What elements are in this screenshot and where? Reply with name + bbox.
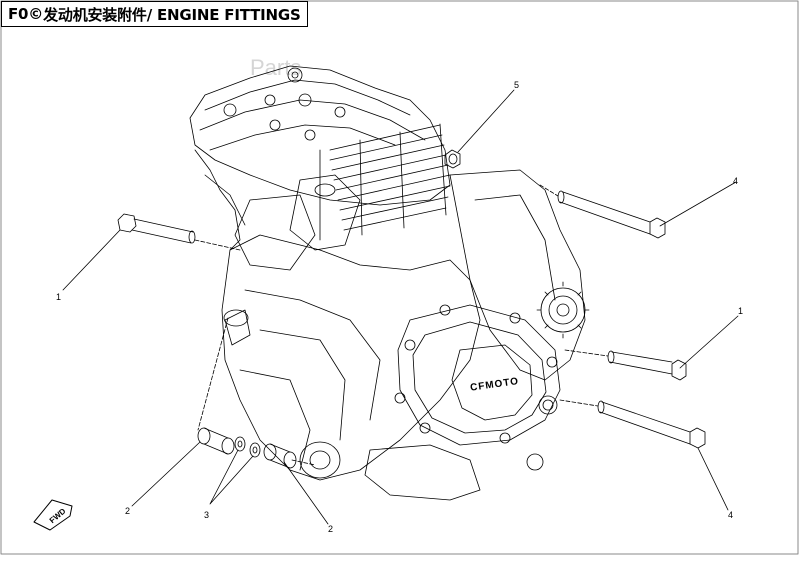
- page-title: F0© 发动机安装附件/ ENGINE FITTINGS: [1, 1, 308, 27]
- callout-5: 5: [514, 80, 519, 90]
- bolt-part-4-bottom: [597, 400, 706, 449]
- clutch-cover: CFMOTO: [394, 304, 561, 446]
- title-text: 发动机安装附件/ ENGINE FITTINGS: [43, 5, 301, 24]
- nut-part-5: [444, 149, 461, 169]
- spacer-part-2-left: [197, 427, 235, 455]
- leader-lines: [62, 89, 739, 525]
- spacer-part-2-right: [263, 443, 297, 469]
- callout-1-right: 1: [738, 306, 743, 316]
- engine-assembly: CFMOTO: [189, 65, 590, 501]
- callout-4-top: 4: [733, 176, 738, 186]
- callout-2-right: 2: [328, 524, 333, 534]
- forward-arrow-icon: FWD: [33, 499, 73, 531]
- bolt-part-4-top: [557, 190, 666, 239]
- bolt-part-1-right: [607, 350, 687, 381]
- drive-sprocket: [536, 281, 590, 339]
- bolt-part-1-left: [117, 213, 196, 244]
- watermark-text: Parts: [250, 55, 301, 80]
- centerlines: [194, 184, 609, 466]
- callout-2-left: 2: [125, 506, 130, 516]
- callout-4-bottom: 4: [728, 510, 733, 520]
- washer-part-3: [234, 436, 261, 458]
- title-code: F0©: [8, 5, 44, 23]
- fwd-label: FWD: [48, 506, 68, 525]
- callout-1-left: 1: [56, 292, 61, 302]
- callout-3: 3: [204, 510, 209, 520]
- engine-brand-logo: CFMOTO: [469, 376, 519, 394]
- cylinder-fins: [319, 123, 451, 241]
